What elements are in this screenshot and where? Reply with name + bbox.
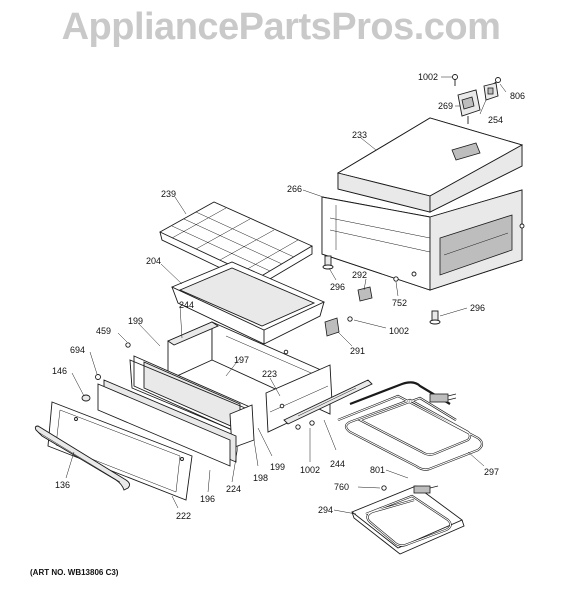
callout-199-a: 199 <box>128 316 144 326</box>
part-239-rack <box>159 201 313 287</box>
part-233-top-cover <box>336 117 524 213</box>
callout-233: 233 <box>352 130 368 140</box>
part-196-insulation-panel <box>97 379 237 467</box>
callout-760: 760 <box>334 482 350 492</box>
part-1002-screws-bottom <box>295 420 315 430</box>
part-760-screw <box>381 485 387 491</box>
callout-244-b: 244 <box>330 459 346 469</box>
callout-146: 146 <box>52 366 68 376</box>
part-291-bracket <box>324 317 340 337</box>
callout-239: 239 <box>161 189 177 199</box>
part-146-washer <box>81 394 91 402</box>
callout-1002-top: 1002 <box>418 72 439 82</box>
part-296-leveling-leg-a <box>322 255 334 270</box>
callout-296-b: 296 <box>470 303 486 313</box>
callout-1002-mid: 1002 <box>389 326 410 336</box>
leader-lines <box>65 76 507 515</box>
art-number: (ART NO. WB13806 C3) <box>30 568 119 577</box>
part-297-heating-element <box>337 381 484 471</box>
callout-199-b: 199 <box>270 462 286 472</box>
part-266-drawer-housing <box>321 189 525 291</box>
callout-269: 269 <box>438 101 454 111</box>
callout-292: 292 <box>352 270 368 280</box>
callout-694: 694 <box>70 345 86 355</box>
callout-291: 291 <box>350 346 366 356</box>
part-292-clip <box>357 286 373 302</box>
callout-801: 801 <box>370 465 386 475</box>
part-296-leveling-leg-b <box>429 310 441 325</box>
part-222-drawer-front <box>47 401 193 501</box>
callout-244-a: 244 <box>179 300 195 310</box>
site-watermark: AppliancePartsPros.com <box>61 6 501 48</box>
callout-1002-bottom: 1002 <box>300 465 321 475</box>
part-204-pan <box>170 261 326 345</box>
part-459-screw <box>125 342 131 348</box>
callout-254: 254 <box>488 115 504 125</box>
part-294-element-tray <box>351 485 465 555</box>
callout-204: 204 <box>146 256 162 266</box>
callout-294: 294 <box>318 505 334 515</box>
callout-459: 459 <box>96 326 112 336</box>
part-244-slide-rail <box>283 379 373 425</box>
callout-223: 223 <box>262 369 278 379</box>
part-1002-screw-top <box>452 74 458 86</box>
callout-222: 222 <box>176 511 192 521</box>
part-269-bracket <box>457 89 481 124</box>
callout-196: 196 <box>200 494 216 504</box>
part-752-screw <box>393 276 399 282</box>
callout-136: 136 <box>55 480 71 490</box>
callout-752: 752 <box>392 298 408 308</box>
callout-224: 224 <box>226 484 242 494</box>
callout-296-a: 296 <box>330 282 346 292</box>
callout-297: 297 <box>484 467 500 477</box>
callout-806: 806 <box>510 91 526 101</box>
callout-197: 197 <box>234 355 250 365</box>
callout-198: 198 <box>253 473 269 483</box>
callout-266: 266 <box>287 184 303 194</box>
part-254-bracket <box>483 82 499 101</box>
part-136-handle <box>34 425 131 491</box>
part-1002-screw-mid <box>347 316 353 322</box>
part-694-spacer <box>95 374 101 380</box>
